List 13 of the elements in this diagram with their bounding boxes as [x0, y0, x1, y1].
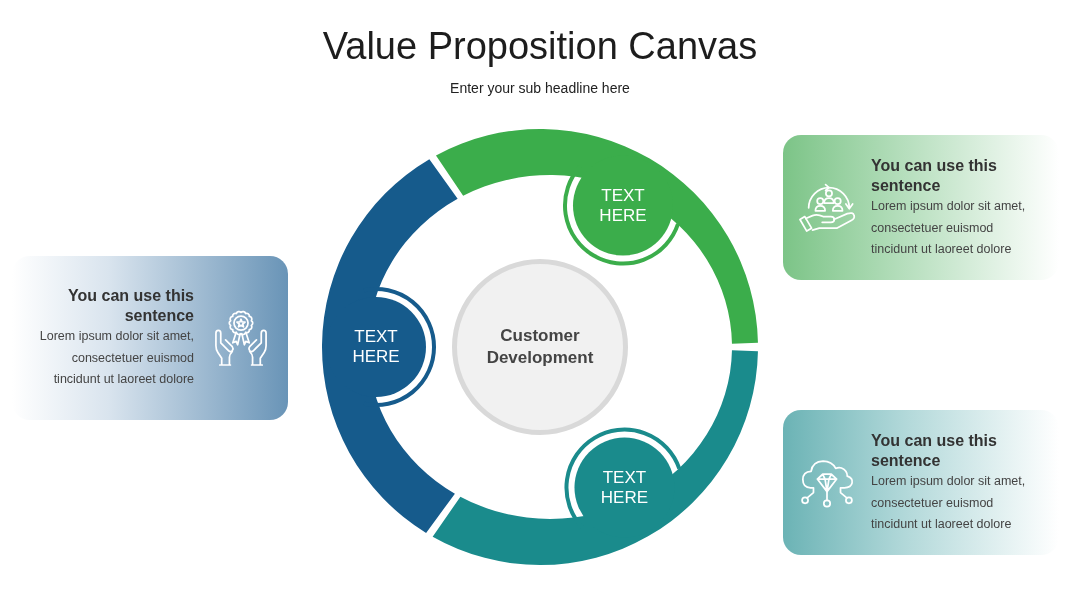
ring-segment: [322, 159, 458, 533]
step-label: TEXT HERE: [351, 327, 401, 367]
card-text: Lorem ipsum dolor sit amet, consectetuer euismod tincidunt ut laoreet dolore: [871, 473, 1027, 533]
card-heading: You can use this sentence: [67, 286, 194, 326]
card-heading: You can use this sentence: [871, 431, 998, 471]
center-label: Customer Development: [485, 325, 595, 369]
step-label: TEXT HERE: [598, 185, 648, 226]
step-label: TEXT HERE: [599, 467, 650, 508]
card-text: Lorem ipsum dolor sit amet, consectetuer euismod tincidunt ut laoreet dolore: [871, 198, 1027, 258]
subtitle: Enter your sub headline here: [450, 79, 630, 97]
card-text: Lorem ipsum dolor sit amet, consectetuer euismod tincidunt ut laoreet dolore: [38, 328, 194, 388]
card-heading: You can use this sentence: [871, 156, 998, 196]
title: Value Proposition Canvas: [322, 24, 758, 68]
